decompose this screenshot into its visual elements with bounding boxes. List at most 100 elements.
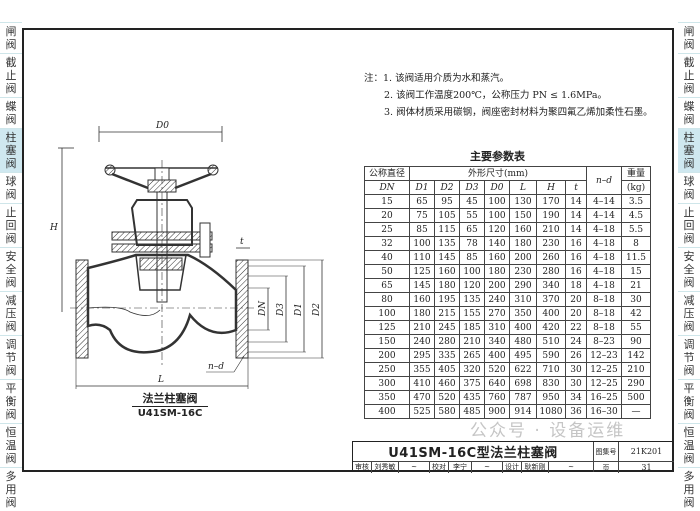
table-cell: 26 [565, 348, 587, 363]
sidebar-tab[interactable]: 柱塞阀 [0, 128, 22, 172]
checker: 李宁 [449, 462, 472, 473]
table-cell: 125 [409, 264, 435, 279]
checker-signature: ~ [472, 462, 503, 473]
sidebar-tab[interactable]: 蝶阀 [0, 97, 22, 128]
table-cell: 485 [459, 404, 485, 419]
table-cell: 15 [364, 194, 410, 209]
sidebar-tab[interactable]: 球阀 [0, 172, 22, 203]
table-cell: 120 [484, 222, 510, 237]
table-cell: 350 [509, 306, 537, 321]
table-cell: 830 [536, 376, 566, 391]
sidebar-tab-label: 止回阀 [683, 206, 695, 245]
table-cell: 142 [621, 348, 651, 363]
table-cell: 435 [459, 390, 485, 405]
table-cell: 32 [364, 236, 410, 251]
reviewer: 刘秀敏 [372, 462, 399, 473]
table-cell: 900 [484, 404, 510, 419]
table-cell: 16 [565, 264, 587, 279]
table-cell: 4–14 [586, 208, 622, 223]
table-cell: 580 [434, 404, 460, 419]
title-block: U41SM-16C型法兰柱塞阀 审核 刘秀敏 ~ 校对 李宁 ~ 设计 耿新刚 … [352, 441, 674, 473]
table-cell: 90 [621, 334, 651, 349]
table-cell: 16–25 [586, 390, 622, 405]
table-cell: 4–18 [586, 250, 622, 265]
sidebar-tab[interactable]: 调节阀 [678, 335, 700, 379]
table-cell: 520 [484, 362, 510, 377]
table-cell: — [621, 404, 651, 419]
table-cell: 115 [434, 222, 460, 237]
sidebar-tab-label: 止回阀 [5, 206, 17, 245]
reviewer-signature: ~ [399, 462, 430, 473]
table-cell: 260 [536, 250, 566, 265]
table-cell: 310 [484, 320, 510, 335]
sidebar-tab[interactable]: 平衡阀 [0, 379, 22, 423]
table-cell: 4–14 [586, 194, 622, 209]
table-cell: 30 [565, 362, 587, 377]
table-cell: 230 [509, 264, 537, 279]
header-dims: 外形尺寸(mm) [409, 166, 587, 181]
sidebar-tab[interactable]: 止回阀 [0, 203, 22, 247]
sidebar-tab[interactable]: 闸阀 [0, 22, 22, 53]
right-sidebar: 闸阀截止阀蝶阀柱塞阀球阀止回阀安全阀减压阀调节阀平衡阀恒温阀多用阀 [678, 22, 700, 511]
table-cell: 36 [565, 404, 587, 419]
sidebar-tab[interactable]: 减压阀 [678, 291, 700, 335]
table-cell: 40 [364, 250, 410, 265]
table-cell: 42 [621, 306, 651, 321]
table-cell: 55 [459, 208, 485, 223]
sidebar-tab[interactable]: 安全阀 [678, 247, 700, 291]
sidebar-tab[interactable]: 闸阀 [678, 22, 700, 53]
sidebar-tab-label: 截止阀 [683, 56, 695, 95]
sidebar-tab[interactable]: 平衡阀 [678, 379, 700, 423]
table-cell: 590 [536, 348, 566, 363]
sidebar-tab[interactable]: 恒温阀 [678, 423, 700, 467]
left-sidebar: 闸阀截止阀蝶阀柱塞阀球阀止回阀安全阀减压阀调节阀平衡阀恒温阀多用阀 [0, 22, 22, 511]
table-cell: 8–18 [586, 292, 622, 307]
sidebar-tab[interactable]: 蝶阀 [678, 97, 700, 128]
sidebar-tab[interactable]: 调节阀 [0, 335, 22, 379]
sidebar-tab[interactable]: 球阀 [678, 172, 700, 203]
table-cell: 470 [409, 390, 435, 405]
caption-cn: 法兰柱塞阀 [132, 392, 208, 407]
note-1: 1. 该阀适用介质为水和蒸汽。 [383, 73, 510, 84]
sidebar-tab[interactable]: 减压阀 [0, 291, 22, 335]
check-label: 校对 [430, 462, 449, 473]
table-cell: 200 [484, 278, 510, 293]
sidebar-tab-label: 蝶阀 [683, 100, 695, 126]
table-cell: 100 [459, 264, 485, 279]
sidebar-tab[interactable]: 截止阀 [678, 53, 700, 97]
table-cell: 30 [621, 292, 651, 307]
h-dimension: H [49, 147, 74, 312]
sidebar-tab[interactable]: 安全阀 [0, 247, 22, 291]
table-cell: 4–18 [586, 236, 622, 251]
sidebar-tab[interactable]: 截止阀 [0, 53, 22, 97]
table-cell: 155 [459, 306, 485, 321]
sidebar-tab[interactable]: 多用阀 [678, 467, 700, 511]
table-cell: 34 [565, 390, 587, 405]
table-cell: 640 [484, 376, 510, 391]
table-cell: 265 [459, 348, 485, 363]
table-cell: 310 [509, 292, 537, 307]
table-cell: 210 [459, 334, 485, 349]
sidebar-tab[interactable]: 多用阀 [0, 467, 22, 511]
table-cell: 500 [621, 390, 651, 405]
sidebar-tab[interactable]: 止回阀 [678, 203, 700, 247]
table-cell: 30 [565, 376, 587, 391]
sidebar-tab[interactable]: 恒温阀 [0, 423, 22, 467]
watermark: 公众号 · 设备运维 [470, 421, 626, 441]
sidebar-tab-label: 球阀 [5, 175, 17, 201]
table-cell: 914 [509, 404, 537, 419]
table-cell: 55 [621, 320, 651, 335]
sidebar-tab[interactable]: 柱塞阀 [678, 128, 700, 172]
table-cell: 65 [459, 222, 485, 237]
header-col: H [536, 180, 566, 195]
table-cell: 150 [364, 334, 410, 349]
header-col: t [565, 180, 587, 195]
table-cell: 240 [409, 334, 435, 349]
header-col: D0 [484, 180, 510, 195]
table-cell: 130 [509, 194, 537, 209]
table-cell: 4–18 [586, 222, 622, 237]
